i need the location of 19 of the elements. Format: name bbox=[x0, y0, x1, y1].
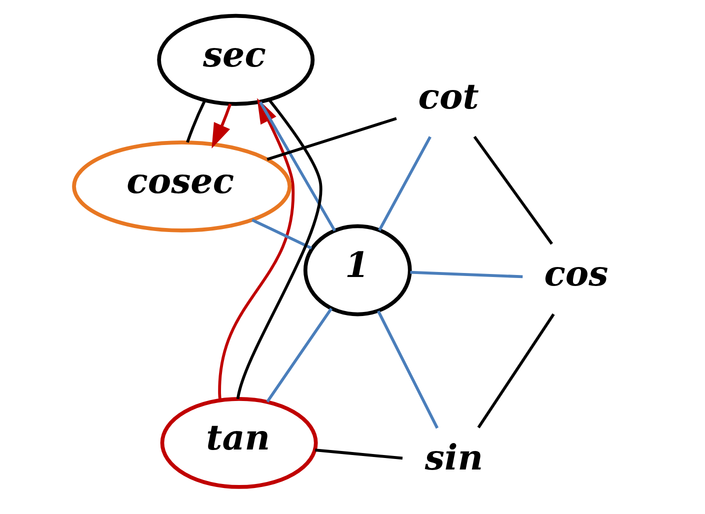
node-ellipse: sec bbox=[157, 14, 315, 106]
arrow bbox=[212, 104, 232, 149]
node-ellipse: 1 bbox=[303, 224, 412, 316]
connector bbox=[376, 310, 439, 429]
node-text: sin bbox=[424, 438, 484, 479]
node-ellipse: tan bbox=[160, 396, 318, 489]
connector bbox=[266, 117, 397, 161]
node-text: cot bbox=[418, 76, 479, 118]
connector bbox=[477, 313, 555, 428]
connector bbox=[259, 101, 336, 232]
connector bbox=[186, 99, 206, 143]
node-text: cos bbox=[544, 253, 608, 294]
connector bbox=[315, 448, 403, 460]
connector bbox=[378, 136, 432, 232]
connector bbox=[473, 136, 554, 245]
connector bbox=[252, 218, 312, 250]
connector bbox=[410, 270, 523, 278]
node-ellipse: cosec bbox=[72, 140, 292, 232]
connector bbox=[266, 308, 333, 403]
